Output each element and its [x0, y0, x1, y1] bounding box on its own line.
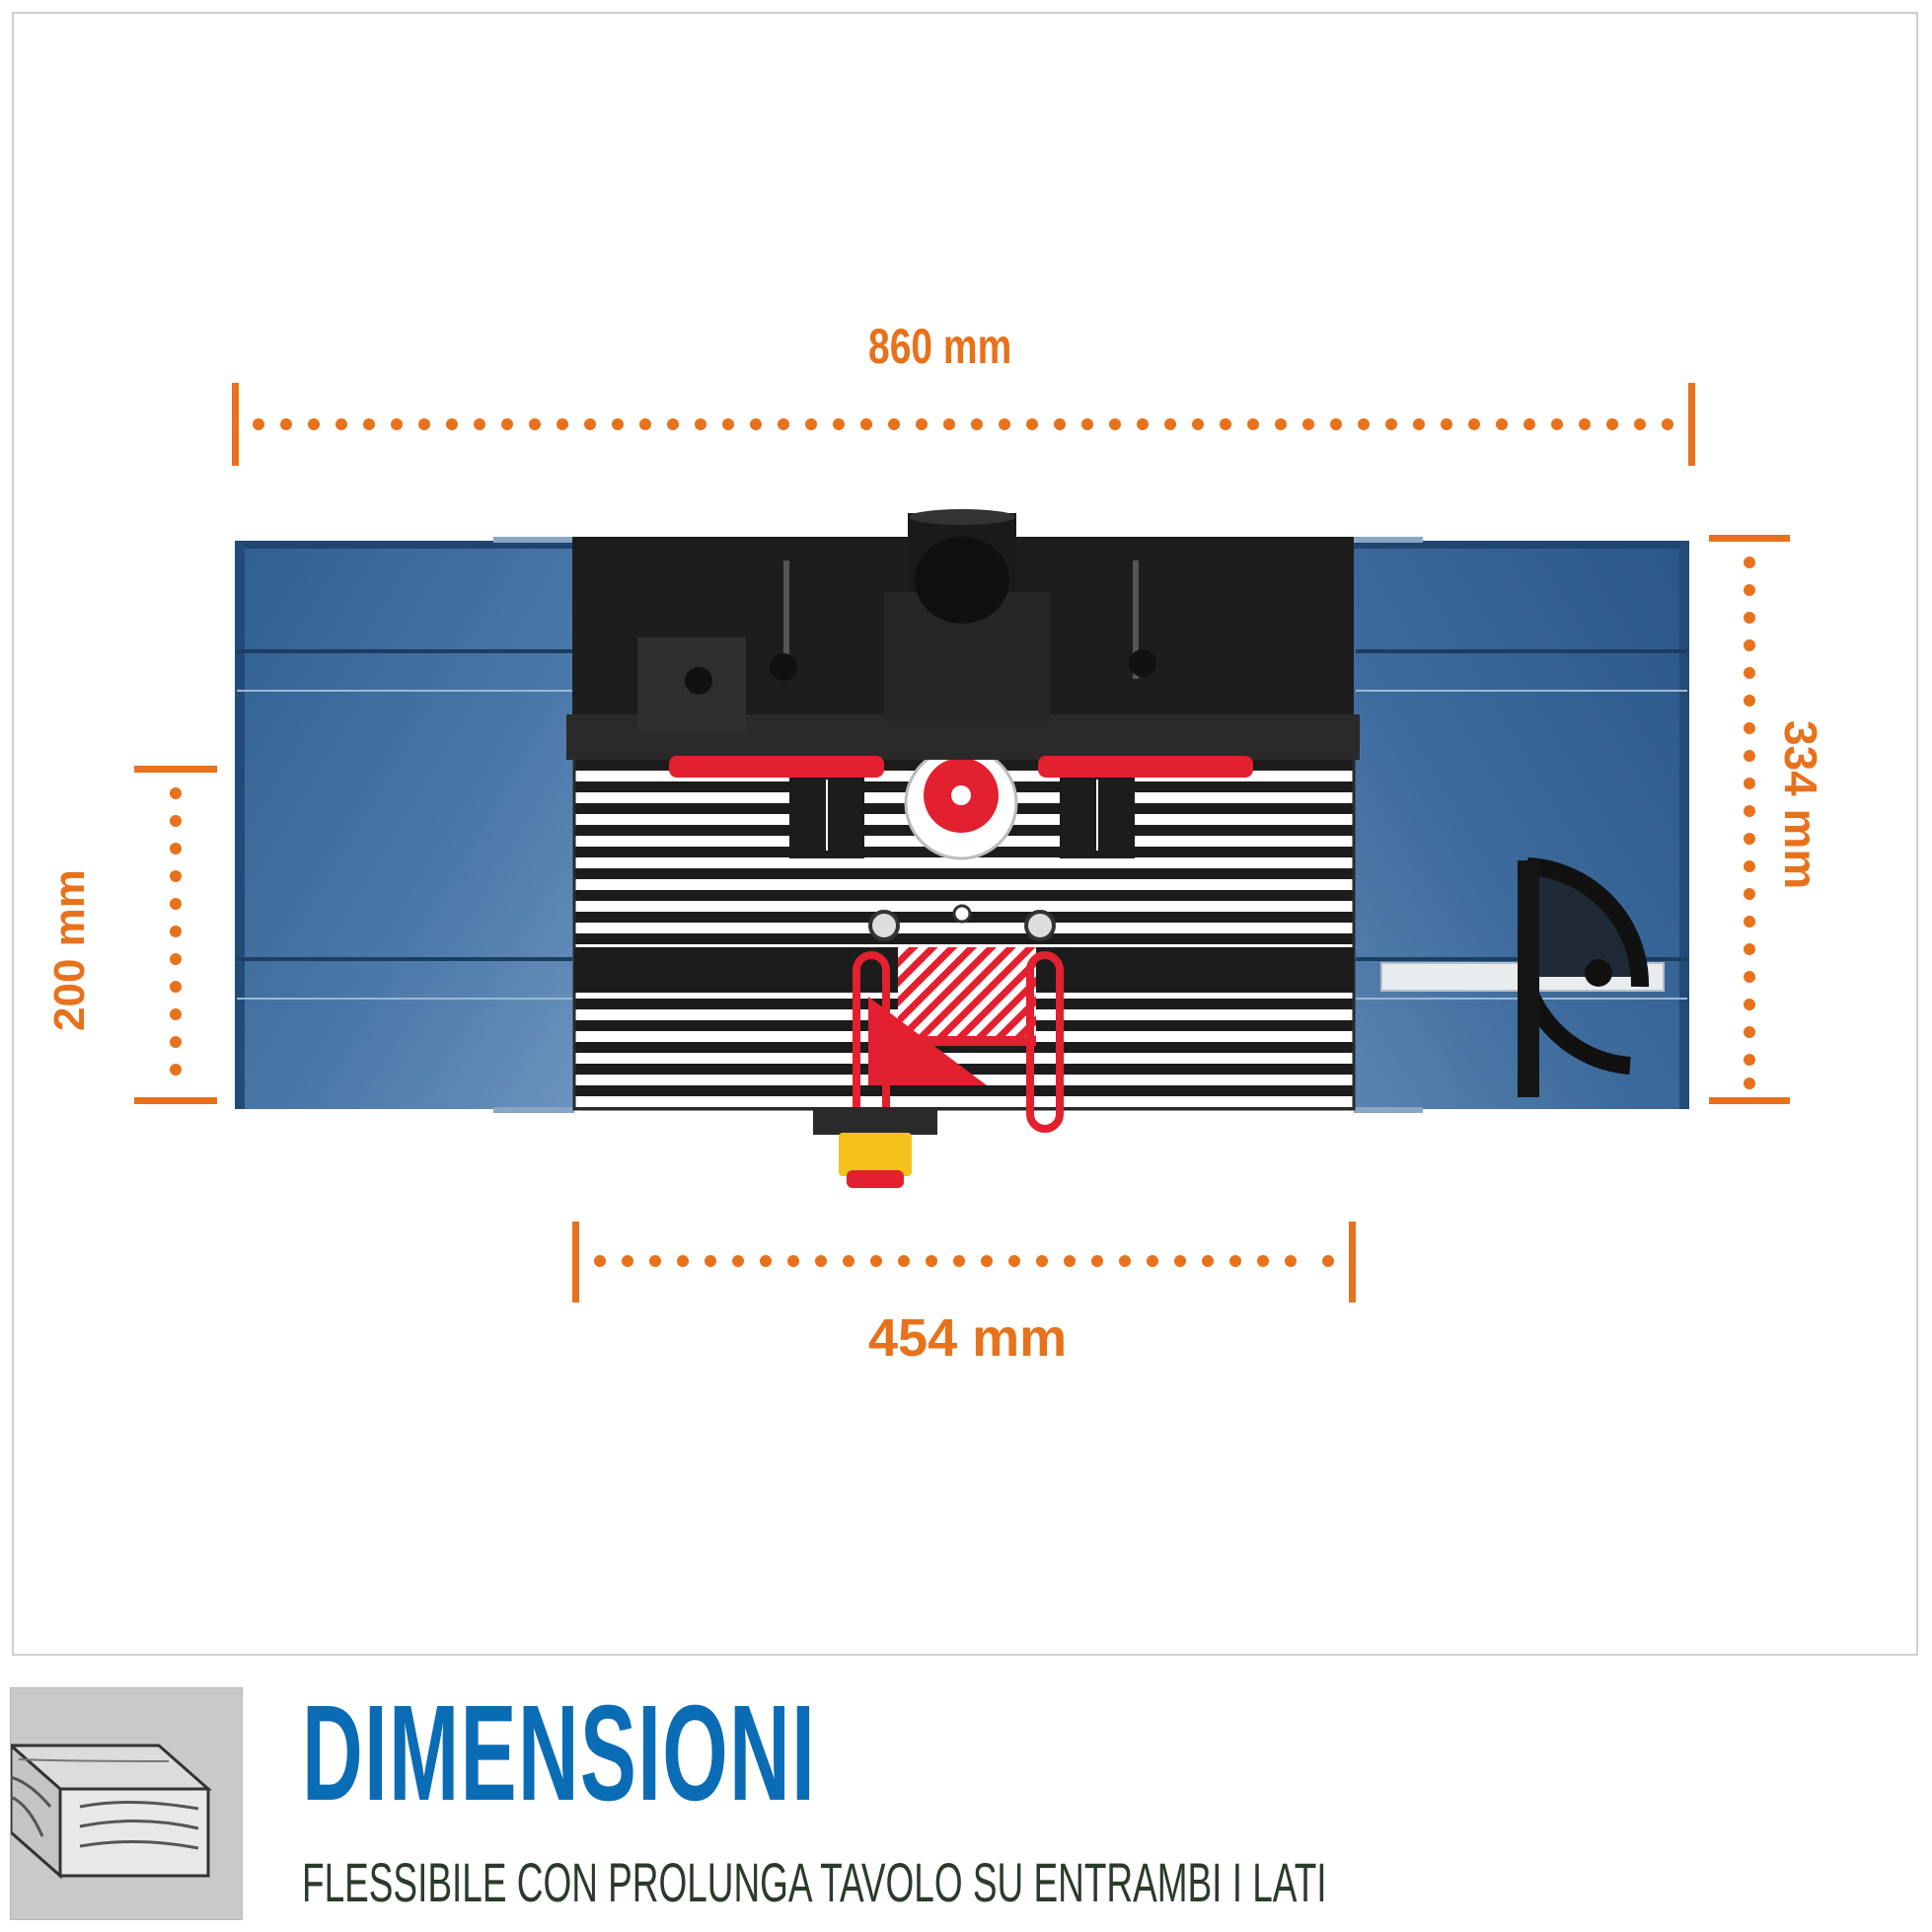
dimension-line-334	[1709, 535, 1790, 1104]
section-title: DIMENSIONI	[302, 1677, 817, 1829]
dimension-label-334: 334 mm	[1775, 720, 1826, 890]
featherboard	[853, 947, 1064, 1133]
left-extension-wing	[235, 537, 574, 1113]
router-table-illustration	[134, 383, 1790, 1302]
dotted-line-334	[1744, 557, 1755, 1089]
dimension-label-200: 200 mm	[45, 869, 94, 1031]
dimension-label-454: 454 mm	[868, 1308, 1068, 1368]
section-subtitle: FLESSIBILE CON PROLUNGA TAVOLO SU ENTRAM…	[302, 1851, 1327, 1913]
dimension-line-200	[134, 766, 217, 1104]
dotted-line-200	[170, 787, 182, 1076]
miter-gauge	[1518, 857, 1650, 1097]
power-switch	[813, 1107, 937, 1188]
center-tabletop	[572, 746, 1356, 1111]
dimension-label-860: 860 mm	[868, 319, 1012, 374]
dotted-line-454	[594, 1255, 1334, 1267]
dimension-line-454	[572, 1222, 1356, 1302]
fence-clamps	[669, 756, 1253, 778]
dotted-line-860	[253, 418, 1673, 430]
dimension-line-860	[232, 383, 1695, 466]
router-fence	[566, 509, 1360, 760]
wood-plank-icon	[7, 1687, 243, 1920]
